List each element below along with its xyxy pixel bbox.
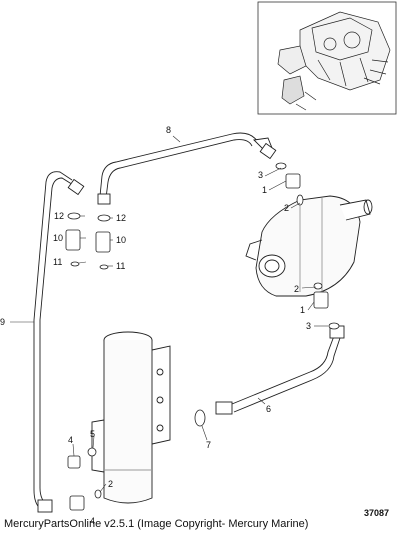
callout-2-lower: 2	[294, 284, 299, 294]
o-ring-12-left	[67, 212, 81, 220]
fitting-1-lower	[313, 291, 329, 309]
fitting-4-lower	[69, 495, 85, 511]
cooler-body	[245, 195, 373, 297]
o-ring-2-upper	[296, 194, 304, 206]
o-ring-2-filter	[94, 489, 102, 499]
drawing-number: 37087	[364, 508, 389, 518]
hose-8	[97, 132, 277, 205]
hose-9	[33, 171, 85, 513]
fitting-10-left	[65, 229, 81, 251]
engine-inset	[257, 1, 397, 115]
callout-2-upper: 2	[284, 203, 289, 213]
callout-8: 8	[166, 125, 171, 135]
callout-labels: 8 3 1 2 12 12 10 10 11 11 2 1 3 9 6 7 4 …	[0, 125, 389, 526]
hose-6	[215, 325, 345, 415]
o-ring-3-upper	[275, 162, 287, 170]
callout-11-left: 11	[53, 257, 62, 267]
o-ring-3-lower	[328, 322, 340, 330]
callout-4-lower: 4	[90, 516, 95, 526]
callout-6: 6	[266, 404, 271, 414]
callout-9: 9	[0, 317, 5, 327]
small-parts	[65, 162, 340, 511]
callout-11-right: 11	[116, 261, 125, 271]
callout-10-right: 10	[116, 235, 126, 245]
filter-housing	[91, 331, 171, 504]
callout-5: 5	[90, 429, 95, 439]
callout-10-left: 10	[53, 233, 63, 243]
fitting-10-right	[95, 231, 111, 253]
o-ring-11-left	[70, 261, 80, 267]
washer-7	[194, 409, 206, 427]
o-ring-11-right	[99, 264, 109, 270]
callout-3-upper: 3	[258, 170, 263, 180]
fitting-1-upper	[285, 173, 301, 189]
fitting-4	[67, 455, 81, 469]
callout-12-left: 12	[54, 211, 64, 221]
o-ring-2-lower	[313, 282, 323, 290]
callout-1-upper: 1	[262, 185, 267, 195]
callout-4-upper: 4	[68, 435, 73, 445]
o-ring-12-right	[97, 214, 111, 222]
callout-1-lower: 1	[300, 305, 305, 315]
image-copyright-caption: MercuryPartsOnline v2.5.1 (Image Copyrig…	[4, 518, 309, 530]
callout-2-filter: 2	[108, 479, 113, 489]
callout-12-right: 12	[116, 213, 126, 223]
callout-7: 7	[206, 440, 211, 450]
leader-lines	[10, 135, 328, 493]
callout-3-lower: 3	[306, 321, 311, 331]
o-ring-5	[87, 447, 97, 457]
